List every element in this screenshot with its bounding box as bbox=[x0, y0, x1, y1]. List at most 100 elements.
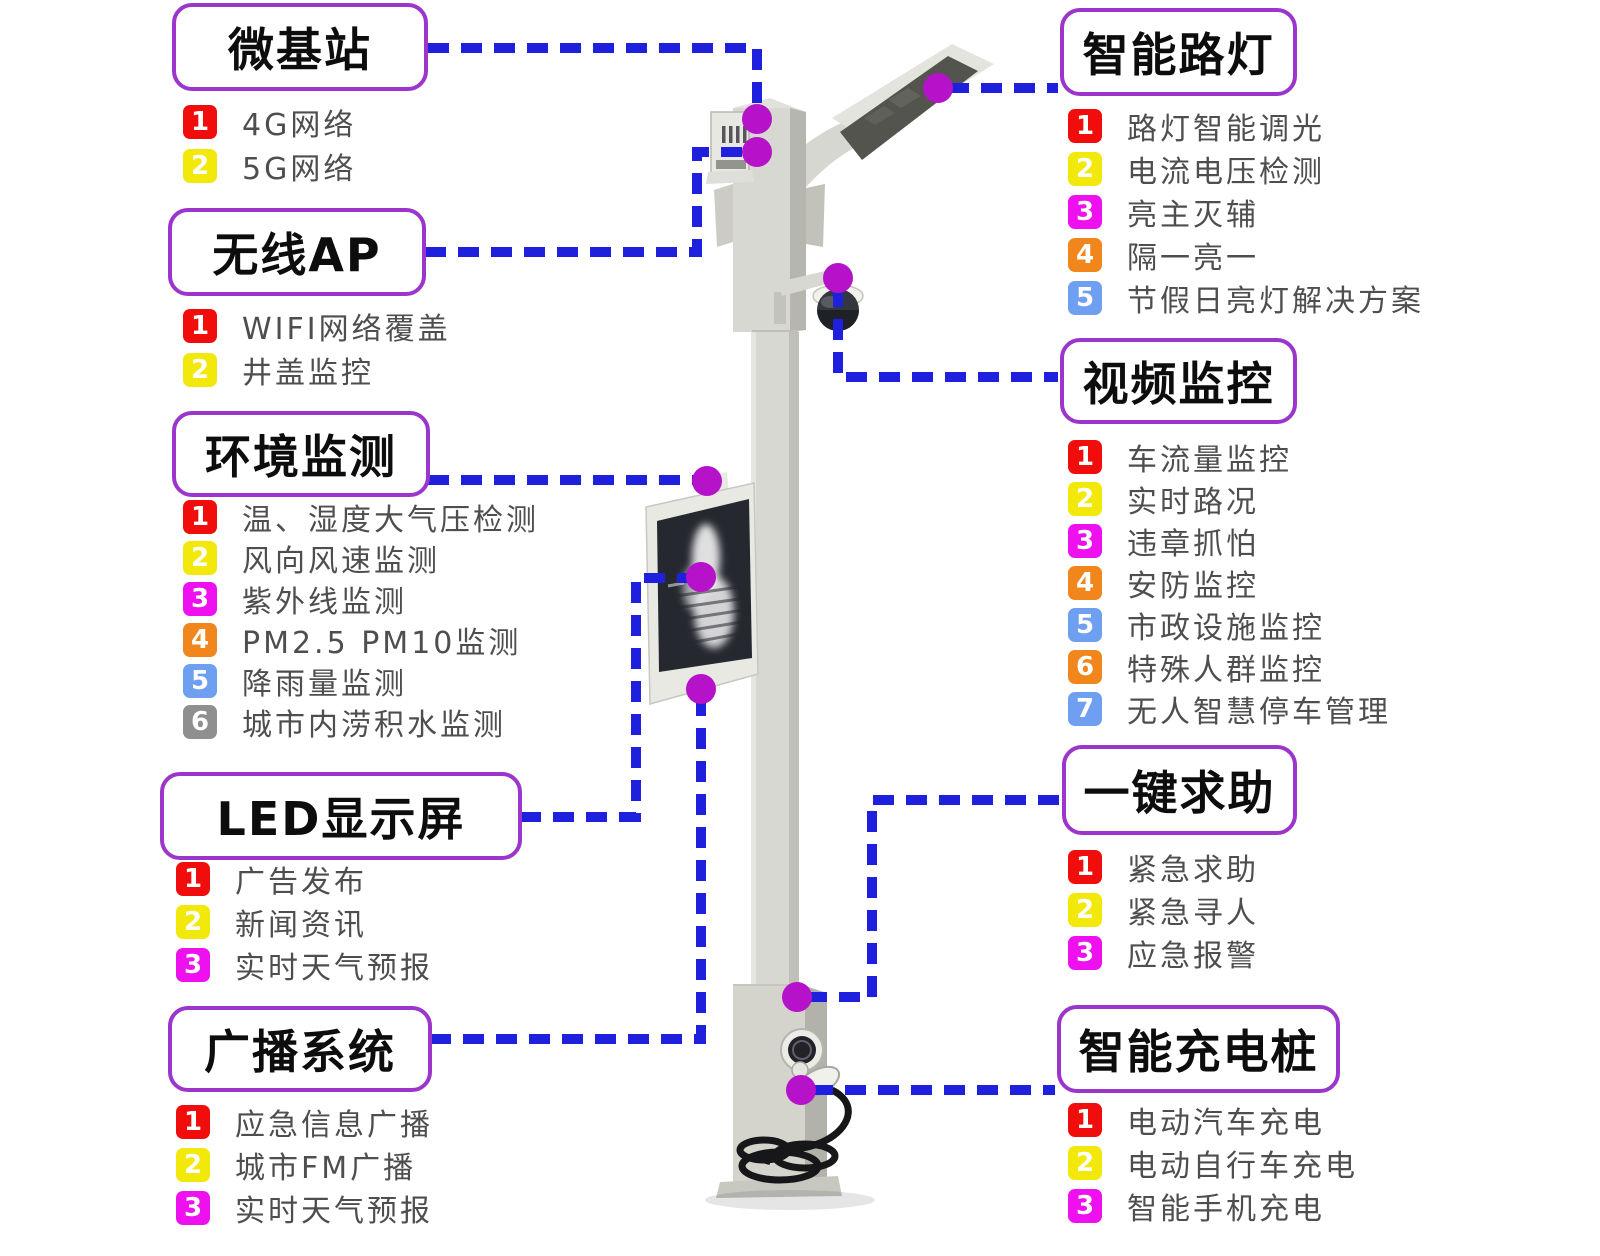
item-label: 应急报警 bbox=[1127, 938, 1259, 974]
item-label: 城市内涝积水监测 bbox=[242, 707, 506, 743]
list-item: 3 亮主灭辅 bbox=[1068, 190, 1424, 233]
item-label: PM2.5 PM10监测 bbox=[242, 625, 522, 661]
item-number-badge: 3 bbox=[176, 1190, 210, 1225]
items-broadcast-system: 1 应急信息广播 2 城市FM广播 3 实时天气预报 bbox=[176, 1100, 433, 1229]
list-item: 2 电流电压检测 bbox=[1068, 147, 1424, 190]
list-item: 6 城市内涝积水监测 bbox=[183, 701, 539, 743]
item-label: 路灯智能调光 bbox=[1127, 111, 1325, 147]
led-screen bbox=[645, 472, 759, 705]
section-title: LED显示屏 bbox=[216, 792, 466, 846]
list-item: 1 4G网络 bbox=[183, 100, 356, 144]
connector-dot-smart-charging bbox=[786, 1075, 816, 1105]
item-label: 风向风速监测 bbox=[242, 543, 440, 579]
item-number-badge: 3 bbox=[1068, 935, 1102, 970]
item-number-badge: 5 bbox=[1068, 608, 1102, 642]
item-label: 亮主灭辅 bbox=[1127, 197, 1259, 233]
item-label: 实时路况 bbox=[1127, 485, 1259, 520]
list-item: 1 温、湿度大气压检测 bbox=[183, 496, 539, 538]
cable-coil bbox=[736, 1086, 852, 1184]
items-one-key-help: 1 紧急求助 2 紧急寻人 3 应急报警 bbox=[1068, 845, 1259, 974]
list-item: 4 安防监控 bbox=[1068, 562, 1391, 604]
item-number-badge: 1 bbox=[183, 309, 217, 343]
item-label: 应急信息广播 bbox=[235, 1107, 433, 1143]
item-label: 井盖监控 bbox=[242, 356, 374, 391]
list-item: 1 车流量监控 bbox=[1068, 436, 1391, 478]
item-number-badge: 2 bbox=[1068, 151, 1102, 186]
list-item: 2 紧急寻人 bbox=[1068, 888, 1259, 931]
list-item: 3 实时天气预报 bbox=[176, 1186, 433, 1229]
connector-dot-environment-monitoring bbox=[692, 466, 722, 496]
list-item: 2 5G网络 bbox=[183, 144, 356, 188]
item-label: 温、湿度大气压检测 bbox=[242, 502, 539, 538]
list-item: 3 实时天气预报 bbox=[176, 943, 433, 986]
item-number-badge: 2 bbox=[183, 149, 217, 183]
item-label: 安防监控 bbox=[1127, 569, 1259, 604]
item-label: 智能手机充电 bbox=[1127, 1191, 1325, 1227]
connector-micro-base-station bbox=[428, 43, 762, 110]
items-video-surveillance: 1 车流量监控 2 实时路况 3 违章抓怕 4 安防监控 5 市政设施监控 6 … bbox=[1068, 436, 1391, 730]
lamp-head bbox=[832, 44, 994, 160]
list-item: 1 紧急求助 bbox=[1068, 845, 1259, 888]
label-box-led-display: LED显示屏 bbox=[160, 772, 522, 860]
item-number-badge: 2 bbox=[176, 1147, 210, 1182]
item-number-badge: 4 bbox=[183, 622, 217, 657]
item-label: WIFI网络覆盖 bbox=[242, 312, 451, 347]
label-box-wireless-ap: 无线AP bbox=[168, 208, 426, 296]
item-number-badge: 1 bbox=[1068, 108, 1102, 143]
section-title: 智能充电桩 bbox=[1078, 1025, 1319, 1079]
item-number-badge: 6 bbox=[183, 704, 217, 739]
item-label: 紫外线监测 bbox=[242, 584, 407, 620]
list-item: 2 城市FM广播 bbox=[176, 1143, 433, 1186]
item-number-badge: 3 bbox=[1068, 1188, 1102, 1223]
item-number-badge: 2 bbox=[1068, 482, 1102, 516]
connector-wireless-ap bbox=[425, 147, 748, 257]
list-item: 6 特殊人群监控 bbox=[1068, 646, 1391, 688]
label-box-environment-monitoring: 环境监测 bbox=[172, 411, 430, 497]
item-label: 特殊人群监控 bbox=[1127, 653, 1325, 688]
item-label: 车流量监控 bbox=[1127, 443, 1292, 478]
item-label: 紧急求助 bbox=[1127, 852, 1259, 888]
list-item: 1 电动汽车充电 bbox=[1068, 1098, 1358, 1141]
items-smart-streetlight: 1 路灯智能调光 2 电流电压检测 3 亮主灭辅 4 隔一亮一 5 节假日亮灯解… bbox=[1068, 104, 1424, 319]
items-micro-base-station: 1 4G网络 2 5G网络 bbox=[183, 100, 356, 188]
list-item: 2 井盖监控 bbox=[183, 348, 451, 392]
item-label: 4G网络 bbox=[242, 108, 357, 143]
list-item: 4 PM2.5 PM10监测 bbox=[183, 619, 539, 661]
item-number-badge: 1 bbox=[1068, 849, 1102, 884]
items-led-display: 1 广告发布 2 新闻资讯 3 实时天气预报 bbox=[176, 857, 433, 986]
item-number-badge: 3 bbox=[176, 947, 210, 982]
label-box-one-key-help: 一键求助 bbox=[1062, 745, 1297, 835]
connector-led-display bbox=[520, 573, 692, 822]
label-box-micro-base-station: 微基站 bbox=[172, 3, 428, 91]
connector-dot-wireless-ap bbox=[742, 137, 772, 167]
list-item: 1 路灯智能调光 bbox=[1068, 104, 1424, 147]
item-label: 新闻资讯 bbox=[235, 907, 367, 943]
label-box-smart-charging: 智能充电桩 bbox=[1057, 1005, 1340, 1093]
item-number-badge: 1 bbox=[176, 1104, 210, 1139]
list-item: 7 无人智慧停车管理 bbox=[1068, 688, 1391, 730]
label-box-broadcast-system: 广播系统 bbox=[168, 1006, 432, 1092]
item-label: 市政设施监控 bbox=[1127, 611, 1325, 646]
label-box-video-surveillance: 视频监控 bbox=[1060, 338, 1297, 424]
list-item: 2 风向风速监测 bbox=[183, 537, 539, 579]
item-number-badge: 1 bbox=[183, 105, 217, 139]
item-label: 节假日亮灯解决方案 bbox=[1127, 283, 1424, 319]
item-label: 降雨量监测 bbox=[242, 666, 407, 702]
list-item: 2 实时路况 bbox=[1068, 478, 1391, 520]
item-label: 实时天气预报 bbox=[235, 950, 433, 986]
item-label: 隔一亮一 bbox=[1127, 240, 1259, 276]
item-number-badge: 4 bbox=[1068, 237, 1102, 272]
item-number-badge: 1 bbox=[176, 861, 210, 896]
list-item: 4 隔一亮一 bbox=[1068, 233, 1424, 276]
connector-dot-video-surveillance bbox=[823, 263, 853, 293]
item-number-badge: 3 bbox=[183, 581, 217, 616]
connector-dot-smart-streetlight bbox=[923, 73, 953, 103]
connector-dot-one-key-help bbox=[782, 982, 812, 1012]
item-number-badge: 2 bbox=[183, 353, 217, 387]
section-title: 广播系统 bbox=[204, 1025, 396, 1079]
connector-dot-micro-base-station bbox=[742, 104, 772, 134]
list-item: 5 降雨量监测 bbox=[183, 660, 539, 702]
item-number-badge: 2 bbox=[1068, 892, 1102, 927]
section-title: 一键求助 bbox=[1083, 766, 1276, 820]
item-number-badge: 6 bbox=[1068, 650, 1102, 684]
